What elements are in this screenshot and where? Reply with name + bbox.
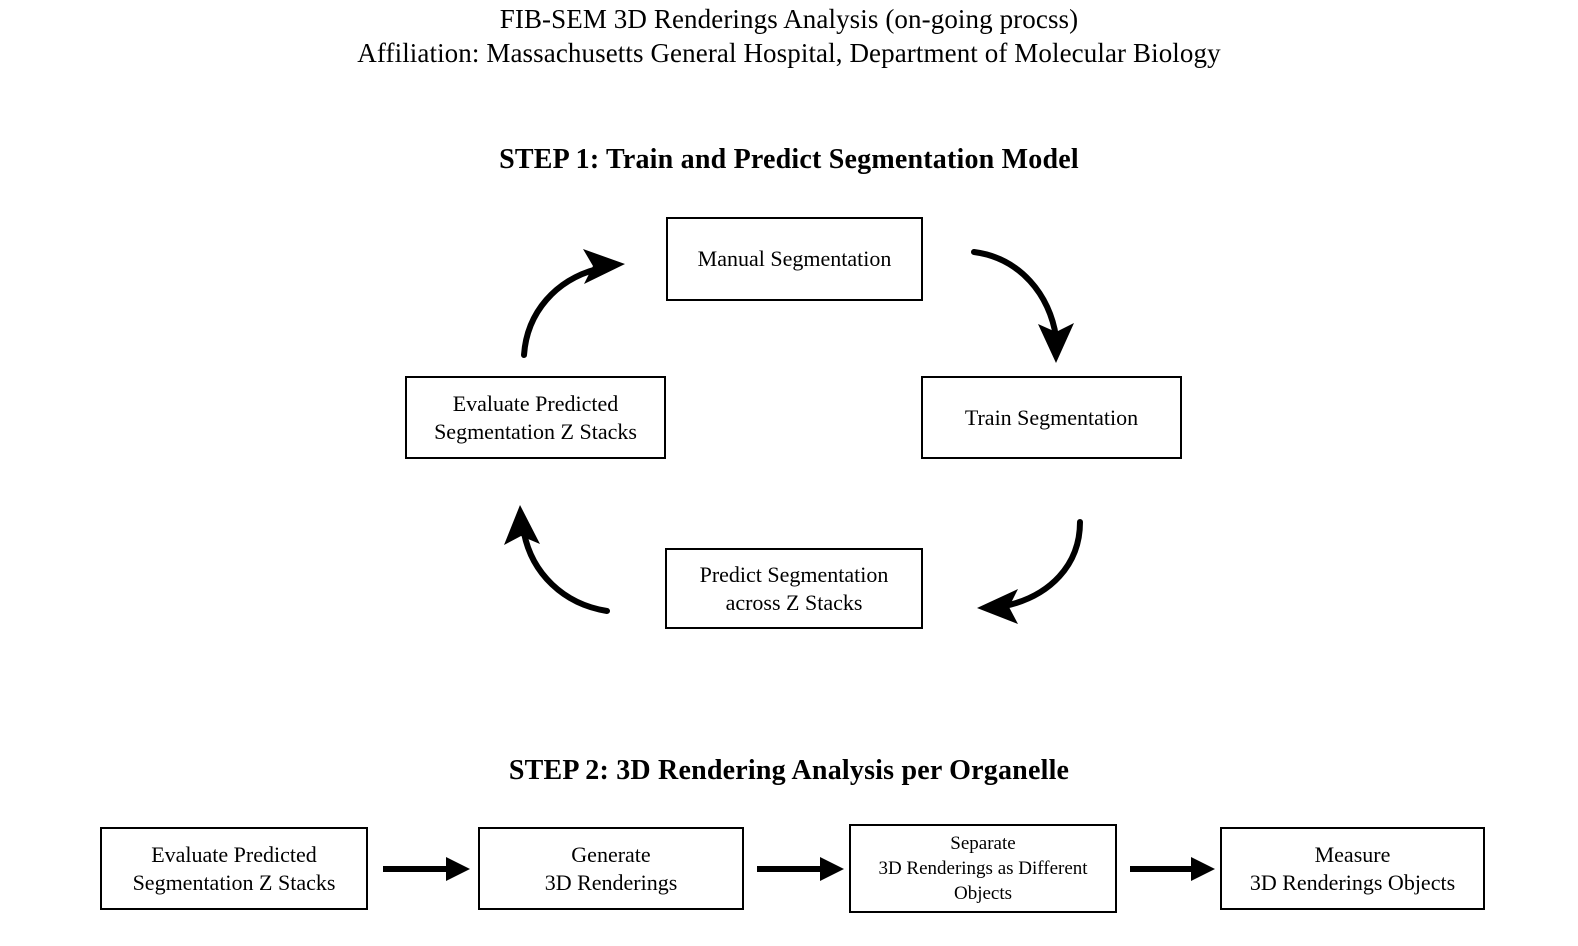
arrow-manual-to-train — [971, 249, 1074, 363]
node-predict-segmentation-label: Predict Segmentation across Z Stacks — [699, 561, 889, 615]
node-s2-generate-3d-renderings: Generate 3D Renderings — [478, 827, 744, 910]
document-affiliation: Affiliation: Massachusetts General Hospi… — [357, 38, 1221, 68]
node-evaluate-predicted-segmentation: Evaluate Predicted Segmentation Z Stacks — [405, 376, 666, 459]
node-evaluate-predicted-segmentation-label: Evaluate Predicted Segmentation Z Stacks — [434, 390, 637, 444]
document-header: FIB-SEM 3D Renderings Analysis (on-going… — [0, 0, 1578, 70]
arrow-evaluate-to-manual — [521, 249, 625, 358]
node-manual-segmentation: Manual Segmentation — [666, 217, 923, 301]
document-title: FIB-SEM 3D Renderings Analysis (on-going… — [499, 4, 1079, 34]
node-s2-separate-3d-renderings-label: Separate 3D Renderings as Different Obje… — [878, 833, 1088, 904]
node-s2-evaluate-predicted-segmentation: Evaluate Predicted Segmentation Z Stacks — [100, 827, 368, 910]
arrow-s2-separate-to-measure — [1130, 857, 1215, 881]
node-manual-segmentation-label: Manual Segmentation — [697, 246, 892, 271]
node-train-segmentation: Train Segmentation — [921, 376, 1182, 459]
arrow-predict-to-evaluate — [504, 505, 610, 614]
arrow-train-to-predict — [977, 519, 1083, 624]
node-s2-generate-3d-renderings-label: Generate 3D Renderings — [544, 841, 678, 895]
node-s2-evaluate-predicted-segmentation-label: Evaluate Predicted Segmentation Z Stacks — [132, 841, 336, 895]
node-s2-measure-3d-renderings-objects: Measure 3D Renderings Objects — [1220, 827, 1485, 910]
arrow-s2-evaluate-to-generate — [383, 857, 470, 881]
node-s2-separate-3d-renderings: Separate 3D Renderings as Different Obje… — [849, 824, 1117, 913]
arrow-s2-generate-to-separate — [757, 857, 844, 881]
node-predict-segmentation: Predict Segmentation across Z Stacks — [665, 548, 923, 629]
step1-title: STEP 1: Train and Predict Segmentation M… — [499, 144, 1079, 175]
node-s2-measure-3d-renderings-objects-label: Measure 3D Renderings Objects — [1249, 841, 1456, 895]
node-train-segmentation-label: Train Segmentation — [964, 404, 1139, 430]
step2-title: STEP 2: 3D Rendering Analysis per Organe… — [508, 755, 1070, 786]
